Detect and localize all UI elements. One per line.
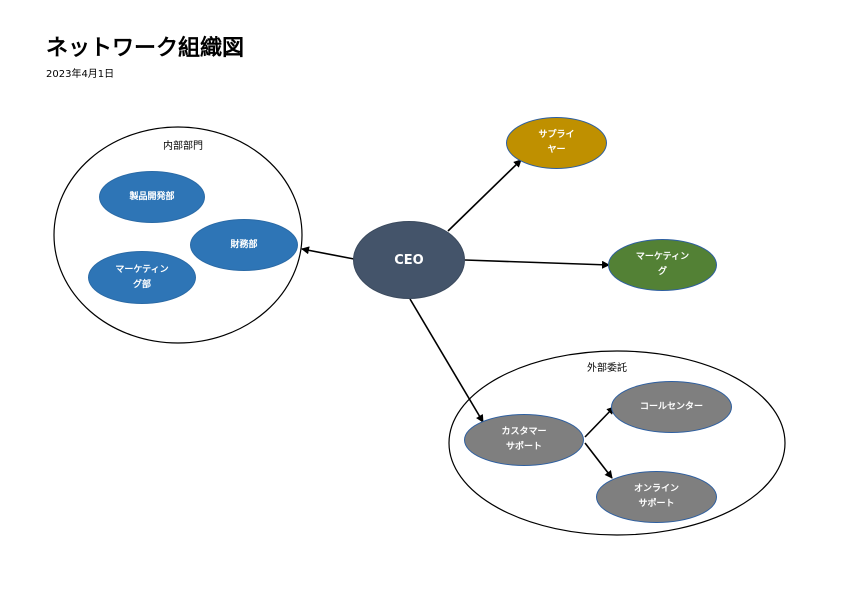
node-customer-support-label: カスタマー サポート xyxy=(501,427,547,452)
node-marketing-internal-label: マーケティン グ部 xyxy=(115,264,169,290)
arrow-ceo-to-internal xyxy=(301,246,355,260)
node-supplier-label: サプライ ヤー xyxy=(538,130,575,155)
node-call-center[interactable]: コールセンター xyxy=(611,381,732,433)
arrow-ceo-to-customer-support xyxy=(409,298,484,423)
node-product-dev-label: 製品開発部 xyxy=(129,191,175,202)
node-customer-support[interactable]: カスタマー サポート xyxy=(464,414,584,466)
node-marketing-label: マーケティン グ xyxy=(635,252,690,277)
outsourcing-group-ellipse xyxy=(448,350,786,536)
node-finance-label: 財務部 xyxy=(230,239,258,250)
arrow-support-to-online xyxy=(584,442,613,479)
internal-group-ellipse xyxy=(53,126,303,344)
outsourcing-group-label: 外部委託 xyxy=(587,363,627,374)
internal-group-label: 内部部門 xyxy=(163,141,203,152)
arrow-ceo-to-marketing xyxy=(464,259,610,269)
date-label: 2023年4月1日 xyxy=(46,69,115,80)
node-online-support-label: オンライン サポート xyxy=(633,484,679,509)
arrow-support-to-call-center xyxy=(584,406,615,438)
node-supplier[interactable]: サプライ ヤー xyxy=(506,117,607,169)
node-call-center-label: コールセンター xyxy=(639,401,703,412)
node-product-dev[interactable]: 製品開発部 xyxy=(99,171,205,223)
node-online-support[interactable]: オンライン サポート xyxy=(596,471,717,523)
node-marketing[interactable]: マーケティン グ xyxy=(608,239,717,291)
node-ceo[interactable]: CEO xyxy=(353,221,465,299)
page-title: ネットワーク組織図 xyxy=(46,36,245,61)
arrow-ceo-to-supplier xyxy=(447,159,522,232)
node-ceo-label: CEO xyxy=(394,252,424,268)
node-marketing-internal[interactable]: マーケティン グ部 xyxy=(88,251,196,304)
node-finance[interactable]: 財務部 xyxy=(190,219,298,271)
